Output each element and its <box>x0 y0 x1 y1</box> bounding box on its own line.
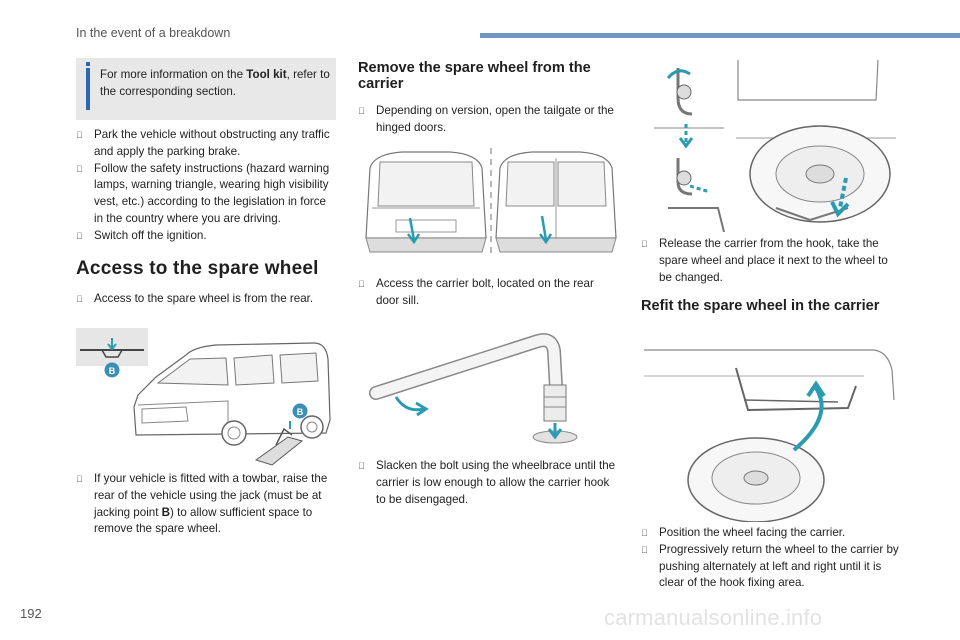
rear-doors-illustration <box>365 148 617 258</box>
bullet-icon:  <box>358 103 365 120</box>
carrier-hook-illustration <box>648 58 730 232</box>
bullet-icon:  <box>641 236 648 253</box>
van-jacking-illustration: B B <box>76 328 331 466</box>
release-step: Release the carrier from the hook, take… <box>641 236 903 286</box>
section-header: In the event of a breakdown <box>76 26 231 40</box>
refit-steps: Position the wheel facing the carrier. … <box>641 525 903 592</box>
list-item: Park the vehicle without obstructing an… <box>76 127 338 161</box>
page-number: 192 <box>20 606 42 621</box>
header-bar <box>480 33 960 38</box>
section-heading-remove: Remove the spare wheel from the carrier <box>358 60 591 92</box>
callout-b-inset: B <box>109 366 116 376</box>
section-heading-refit: Refit the spare wheel in the carrier <box>641 298 880 314</box>
list-item: Progressively return the wheel to the c… <box>641 542 903 592</box>
bullet-icon:  <box>76 228 83 245</box>
remove-step-2: Access the carrier bolt, located on the… <box>358 276 620 310</box>
remove-step-1: Depending on version, open the tailgate… <box>358 103 620 137</box>
list-item: Release the carrier from the hook, take… <box>641 236 903 286</box>
bullet-icon:  <box>76 291 83 308</box>
spare-wheel-drop-illustration <box>736 59 896 223</box>
bullet-icon:  <box>358 458 365 475</box>
info-text: For more information on the Tool kit, re… <box>100 68 330 98</box>
towbar-step: If your vehicle is fitted with a towbar… <box>76 471 338 538</box>
access-step: Access to the spare wheel is from the r… <box>76 291 338 308</box>
info-icon <box>86 62 90 110</box>
list-item: Depending on version, open the tailgate… <box>358 103 620 137</box>
bullet-icon:  <box>358 276 365 293</box>
remove-step-3: Slacken the bolt using the wheelbrace u… <box>358 458 620 508</box>
bullet-icon:  <box>641 525 648 542</box>
bullet-icon:  <box>76 471 83 488</box>
bullet-icon:  <box>76 127 83 144</box>
bullet-icon:  <box>641 542 648 559</box>
list-item: Slacken the bolt using the wheelbrace u… <box>358 458 620 508</box>
list-item: Follow the safety instructions (hazard … <box>76 161 338 228</box>
list-item: Access the carrier bolt, located on the… <box>358 276 620 310</box>
safety-steps: Park the vehicle without obstructing an… <box>76 127 338 245</box>
list-item: Access to the spare wheel is from the r… <box>76 291 338 308</box>
bullet-icon:  <box>76 161 83 178</box>
info-box: For more information on the Tool kit, re… <box>76 58 336 120</box>
list-item: Switch off the ignition. <box>76 228 338 245</box>
refit-wheel-illustration <box>644 349 895 522</box>
list-item: If your vehicle is fitted with a towbar… <box>76 471 338 538</box>
wheelbrace-illustration <box>369 333 578 444</box>
callout-b-van: B <box>297 407 304 417</box>
list-item: Position the wheel facing the carrier. <box>641 525 903 542</box>
watermark: carmanualsonline.info <box>604 605 823 630</box>
section-heading-access: Access to the spare wheel <box>76 258 319 279</box>
